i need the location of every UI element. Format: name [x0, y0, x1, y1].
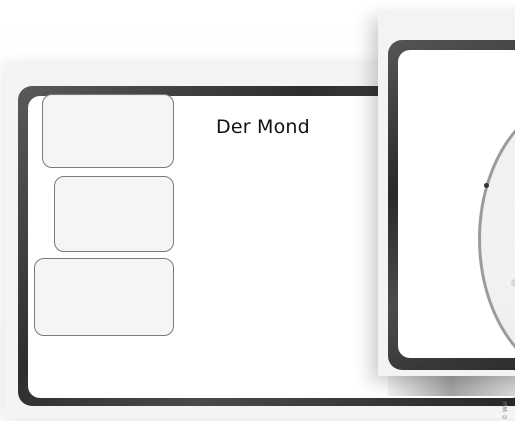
pointer-dot [484, 183, 489, 188]
answer-box-3[interactable] [34, 258, 174, 336]
answer-box-2[interactable] [54, 176, 174, 252]
moon-icon [478, 96, 515, 358]
moon-crater [511, 279, 515, 287]
copyright-text: © Wei [502, 401, 509, 420]
card-title: Der Mond [216, 116, 310, 138]
card-shadow [388, 376, 515, 396]
front-card-content [398, 50, 515, 358]
moon-labeling-card [378, 12, 515, 376]
answer-box-1[interactable] [42, 94, 174, 168]
